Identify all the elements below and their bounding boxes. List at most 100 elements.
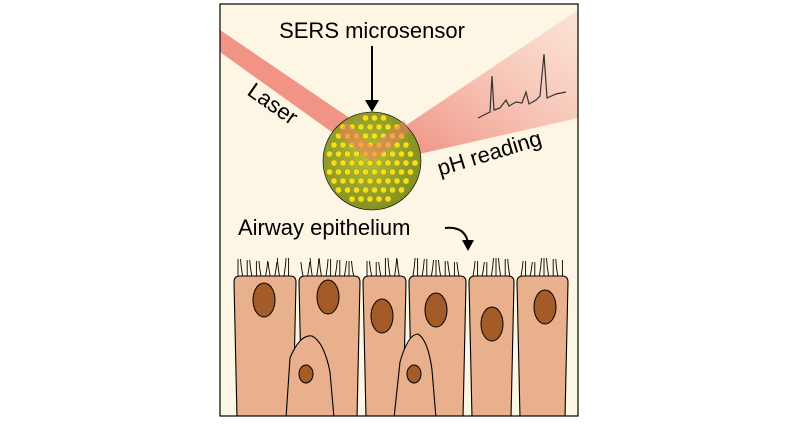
gold-nanoparticle	[357, 159, 365, 167]
gold-nanoparticle	[335, 150, 342, 158]
cilium	[307, 261, 311, 277]
gold-nanoparticle	[402, 141, 410, 149]
sensor-arrow	[365, 46, 379, 112]
cilium	[378, 261, 382, 277]
cilium	[498, 257, 502, 277]
gold-nanoparticle	[407, 150, 414, 158]
cilium	[334, 259, 338, 277]
gold-nanoparticle	[389, 168, 396, 176]
cilium	[343, 260, 347, 277]
gold-nanoparticle	[330, 177, 338, 185]
gold-nanoparticle	[402, 177, 410, 185]
gold-nanoparticle	[389, 186, 396, 194]
gold-nanoparticle	[366, 123, 374, 131]
cilium	[283, 257, 287, 277]
gold-nanoparticle	[353, 186, 360, 194]
ciliated-cell	[468, 275, 515, 416]
cell-layer	[233, 275, 569, 416]
gold-nanoparticle	[330, 141, 338, 149]
cilium	[351, 260, 355, 277]
gold-nanoparticle	[380, 114, 387, 122]
gold-nanoparticle	[366, 177, 374, 185]
gold-nanoparticle	[357, 195, 365, 203]
gold-nanoparticle	[398, 150, 405, 158]
cilium	[412, 257, 416, 277]
cell-nucleus	[252, 282, 276, 318]
gold-nanoparticle	[366, 195, 374, 203]
ciliated-cell	[233, 275, 297, 416]
cell-nucleus	[480, 306, 504, 342]
gold-nanoparticle	[384, 159, 392, 167]
cilium	[249, 259, 253, 277]
gold-nanoparticle	[362, 132, 369, 140]
cilium	[318, 258, 322, 277]
cilium	[274, 261, 278, 277]
cilium	[546, 257, 550, 277]
gold-nanoparticle	[362, 168, 369, 176]
gold-nanoparticle	[398, 186, 405, 194]
basal-nucleus	[298, 364, 314, 384]
tissue-label: Airway epithelium	[238, 215, 410, 240]
cilium	[240, 258, 244, 277]
gold-nanoparticle	[362, 114, 369, 122]
cilium	[394, 257, 398, 277]
gold-nanoparticle	[326, 168, 333, 176]
gold-nanoparticle	[375, 159, 383, 167]
gold-nanoparticle	[393, 159, 401, 167]
cilium	[520, 260, 524, 277]
gold-nanoparticle	[344, 186, 351, 194]
gold-nanoparticle	[348, 177, 356, 185]
gold-nanoparticle	[402, 159, 410, 167]
cilium	[265, 260, 269, 277]
gold-nanoparticle	[348, 159, 356, 167]
cilium	[456, 261, 460, 277]
epithelium-arrow	[444, 226, 474, 251]
gold-nanoparticle	[362, 186, 369, 194]
gold-nanoparticle	[326, 150, 333, 158]
gold-nanoparticle	[371, 132, 378, 140]
gold-nanoparticle	[384, 123, 392, 131]
gold-nanoparticle	[371, 114, 378, 122]
cilium	[507, 258, 511, 277]
cell-nucleus	[316, 279, 340, 315]
cilium	[490, 257, 494, 277]
cilium	[430, 259, 434, 277]
cilium	[300, 261, 304, 277]
gold-nanoparticle	[357, 177, 365, 185]
cilium	[387, 257, 391, 277]
gold-nanoparticle	[393, 177, 401, 185]
cell-nucleus	[533, 289, 557, 325]
panel-frame	[219, 3, 579, 417]
cilium	[529, 261, 533, 277]
gold-nanoparticle	[339, 141, 347, 149]
gold-nanoparticle	[339, 159, 347, 167]
cilium	[421, 258, 425, 277]
cilium	[538, 257, 542, 277]
gold-nanoparticle	[371, 186, 378, 194]
cilium	[369, 260, 373, 277]
cell-nucleus	[370, 298, 394, 334]
laser-spot	[338, 120, 410, 162]
cilia-layer	[237, 257, 563, 277]
gold-nanoparticle	[371, 168, 378, 176]
gold-nanoparticle	[375, 177, 383, 185]
gold-nanoparticle	[380, 168, 387, 176]
cell-nucleus	[424, 292, 448, 328]
cilium	[258, 260, 262, 277]
gold-nanoparticle	[339, 177, 347, 185]
cilium	[309, 257, 313, 277]
cilium	[316, 257, 320, 277]
gold-nanoparticle	[384, 195, 392, 203]
gold-nanoparticle	[344, 150, 351, 158]
cilium	[481, 261, 485, 277]
gold-nanoparticle	[389, 150, 396, 158]
gold-nanoparticle	[384, 177, 392, 185]
cilium	[325, 258, 329, 277]
cilium	[396, 258, 400, 277]
gold-nanoparticle	[353, 150, 360, 158]
basal-nucleus	[406, 364, 422, 384]
cilium	[472, 260, 476, 277]
gold-nanoparticle	[407, 168, 414, 176]
